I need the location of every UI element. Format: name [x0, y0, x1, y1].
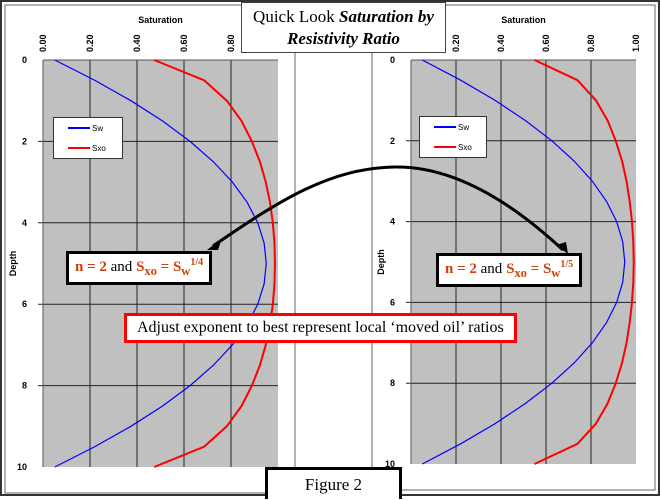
ann-and: and — [110, 259, 133, 275]
ann-eq: = S — [156, 259, 182, 275]
annotation-left: n = 2 and Sxo = Sw1/4 — [66, 251, 213, 285]
y-tick-label: 4 — [390, 217, 395, 227]
x-tick-label: 0.20 — [451, 34, 461, 52]
y-tick-label: 8 — [22, 381, 27, 391]
ann-exp: 1/4 — [190, 257, 204, 268]
y-tick-label: 6 — [22, 299, 27, 309]
x-axis-title: Saturation — [501, 15, 546, 25]
x-tick-label: 0.40 — [496, 34, 506, 52]
x-tick-label: 0.40 — [132, 34, 142, 52]
ann-s: S — [506, 261, 515, 277]
legend-item-sw: Sw — [54, 118, 122, 138]
y-tick-label: 10 — [385, 459, 395, 469]
ann-and: and — [480, 261, 503, 277]
x-tick-label: 0.60 — [179, 34, 189, 52]
ann-xo: xo — [144, 264, 157, 278]
title-plain: Quick Look — [253, 7, 339, 26]
arrow-curve — [212, 165, 565, 252]
legend-left: Sw Sxo — [53, 117, 123, 159]
series-line-sxo — [153, 59, 276, 468]
arrow-head-left — [207, 238, 222, 250]
y-axis-title: Depth — [376, 249, 386, 275]
legend-label: Sw — [92, 123, 104, 133]
y-tick-label: 0 — [22, 55, 27, 65]
legend-item-sxo: Sxo — [420, 137, 486, 157]
ann-w: w — [181, 264, 191, 278]
ann-n: n = 2 — [445, 261, 477, 277]
series-line-sw — [421, 59, 626, 465]
y-tick-label: 4 — [22, 218, 27, 228]
ann-s: S — [136, 259, 145, 275]
ann-w: w — [551, 266, 561, 280]
figure-label: Figure 2 — [265, 467, 402, 499]
legend-label: Sxo — [92, 143, 106, 153]
arrow-head-right — [556, 242, 568, 254]
legend-item-sw: Sw — [420, 117, 486, 137]
ann-n: n = 2 — [75, 259, 107, 275]
x-tick-label: 0.00 — [38, 34, 48, 52]
legend-label: Sxo — [458, 142, 472, 152]
title-bold-2: Resistivity Ratio — [287, 29, 400, 48]
ann-xo: xo — [514, 266, 527, 280]
ann-eq: = S — [526, 261, 552, 277]
y-tick-label: 2 — [390, 136, 395, 146]
x-axis-title: Saturation — [138, 15, 183, 25]
legend-label: Sw — [458, 122, 470, 132]
series-line-sw — [54, 59, 267, 468]
annotation-right: n = 2 and Sxo = Sw1/5 — [436, 253, 583, 287]
legend-right: Sw Sxo — [419, 116, 487, 158]
y-tick-label: 8 — [390, 378, 395, 388]
x-tick-label: 0.80 — [226, 34, 236, 52]
ann-exp: 1/5 — [560, 259, 574, 270]
series-line-sxo — [534, 59, 635, 465]
y-axis-title: Depth — [8, 251, 18, 277]
y-tick-label: 10 — [17, 462, 27, 472]
title-bold-1: Saturation by — [338, 7, 434, 26]
y-tick-label: 6 — [390, 297, 395, 307]
x-tick-label: 1.00 — [631, 34, 641, 52]
legend-item-sxo: Sxo — [54, 138, 122, 158]
x-tick-label: 0.80 — [586, 34, 596, 52]
figure-title: Quick Look Saturation by Resistivity Rat… — [241, 2, 446, 53]
y-tick-label: 0 — [390, 55, 395, 65]
adjust-exponent-note: Adjust exponent to best represent local … — [124, 313, 517, 343]
x-tick-label: 0.20 — [85, 34, 95, 52]
x-tick-label: 0.60 — [541, 34, 551, 52]
y-tick-label: 2 — [22, 136, 27, 146]
